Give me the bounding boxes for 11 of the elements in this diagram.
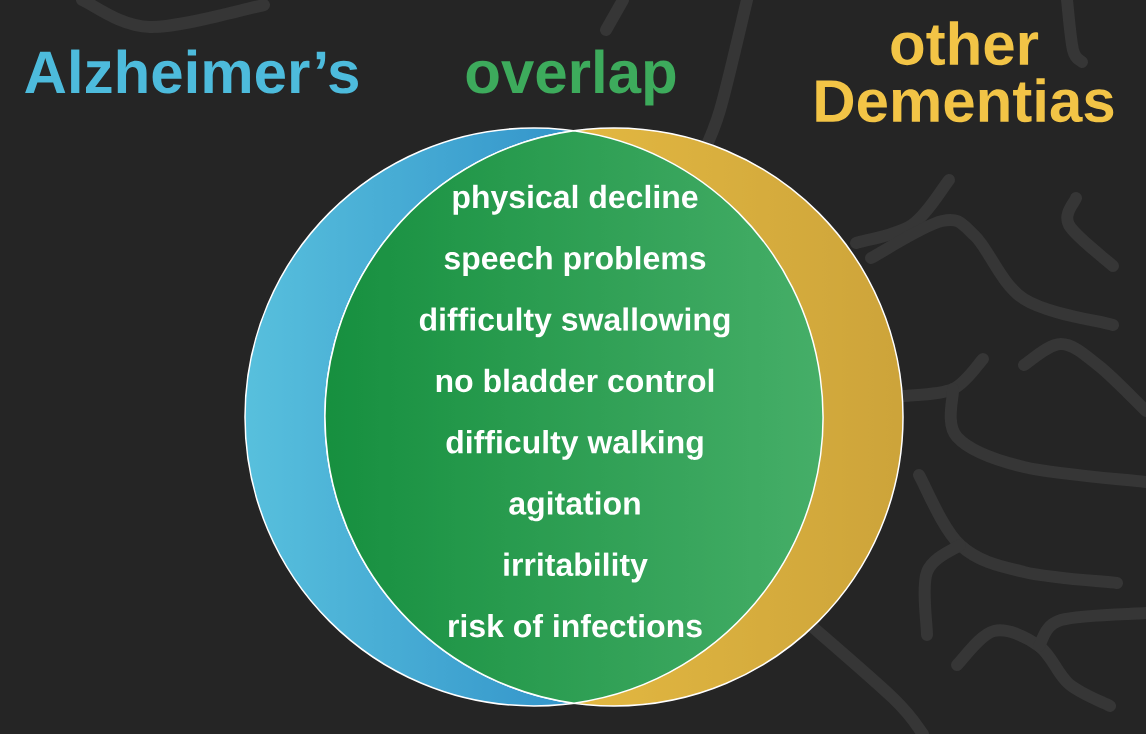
set-title: Alzheimer’s <box>25 49 358 94</box>
list-item: difficulty walking <box>446 430 703 460</box>
list-item: agitation <box>509 491 640 522</box>
list-item: irritability <box>504 552 648 583</box>
list-item: risk of infections <box>449 613 702 638</box>
list-item: no bladder control <box>436 368 714 393</box>
set-title: overlap <box>466 49 676 106</box>
list-item: physical decline <box>453 184 698 215</box>
list-item: difficulty swallowing <box>419 307 730 338</box>
list-item: speech problems <box>444 246 706 276</box>
set-title: other Dementias <box>816 21 1114 123</box>
